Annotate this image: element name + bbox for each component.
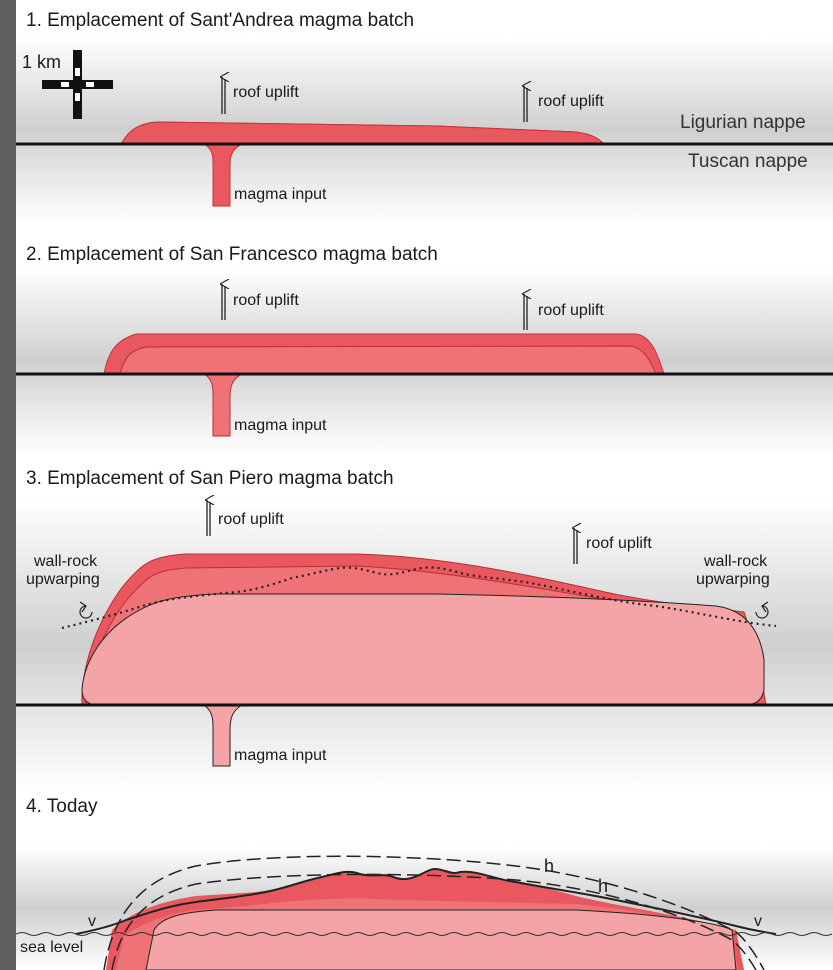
v-label-right: v	[754, 913, 762, 930]
scale-label: 1 km	[22, 52, 61, 72]
roof-uplift-label: roof uplift	[538, 93, 604, 110]
san-piero-batch	[82, 594, 764, 705]
roof-uplift-label: roof uplift	[218, 511, 284, 528]
h-label: h	[544, 856, 554, 876]
upwarping-label-left: upwarping	[26, 571, 100, 588]
panel-1: 1. Emplacement of Sant'Andrea magma batc…	[16, 10, 833, 222]
magma-input-label: magma input	[234, 747, 327, 764]
v-label-left: v	[88, 913, 96, 930]
panel-3: 3. Emplacement of San Piero magma batch …	[16, 468, 833, 790]
upwarping-label-right: upwarping	[696, 571, 770, 588]
magma-input-label: magma input	[234, 417, 327, 434]
panel-2: 2. Emplacement of San Francesco magma ba…	[16, 244, 833, 454]
h-label: h	[598, 876, 608, 896]
ligurian-nappe-label: Ligurian nappe	[680, 112, 806, 133]
panel-title: 3. Emplacement of San Piero magma batch	[26, 468, 394, 489]
magma-input-label: magma input	[234, 186, 327, 203]
panel-title: 1. Emplacement of Sant'Andrea magma batc…	[26, 10, 414, 31]
roof-uplift-label: roof uplift	[233, 84, 299, 101]
wall-rock-label-right: wall-rock	[703, 553, 768, 570]
panel-title: 4. Today	[26, 796, 98, 817]
sea-level-label: sea level	[20, 939, 83, 956]
emplacement-diagram: 1. Emplacement of Sant'Andrea magma batc…	[16, 0, 833, 970]
roof-uplift-label: roof uplift	[233, 292, 299, 309]
tuscan-nappe-label: Tuscan nappe	[688, 151, 808, 172]
san-piero-batch	[146, 910, 736, 970]
wall-rock-label-left: wall-rock	[33, 553, 98, 570]
roof-uplift-label: roof uplift	[586, 535, 652, 552]
roof-uplift-label: roof uplift	[538, 302, 604, 319]
figure-frame: 1. Emplacement of Sant'Andrea magma batc…	[16, 0, 833, 970]
san-francesco-batch	[120, 346, 656, 374]
panel-title: 2. Emplacement of San Francesco magma ba…	[26, 244, 438, 265]
panel-4: 4. Today sea level v v h h	[16, 796, 833, 970]
